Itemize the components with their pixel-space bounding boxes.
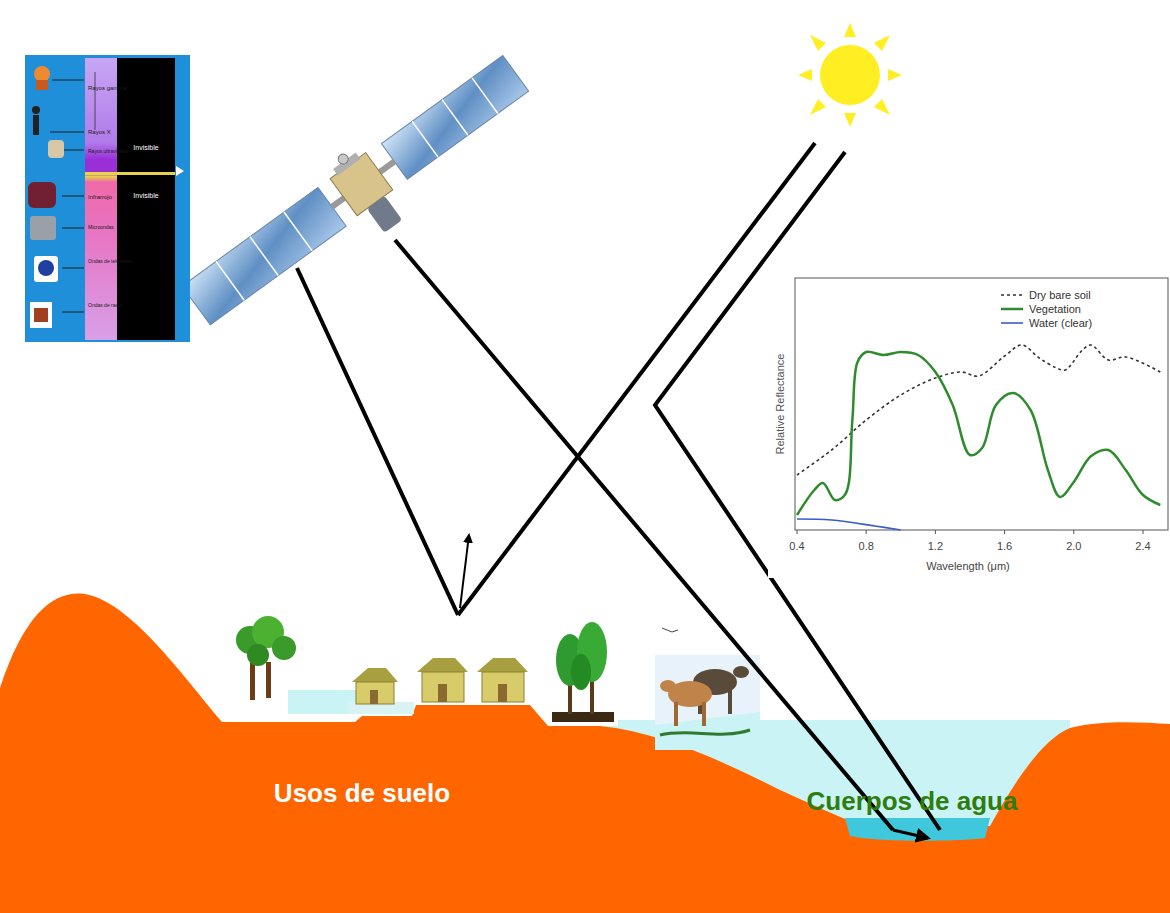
axis-tick (797, 530, 798, 534)
tree-group (236, 616, 296, 700)
cattle-picture (655, 628, 760, 750)
axis-title: Wavelength (μm) (926, 560, 1010, 572)
legend-sample (1000, 319, 1024, 327)
spectrum-band: Rayos ultravioleta (88, 149, 128, 155)
forest-group (548, 622, 618, 726)
region-label: Cuerpos de agua (807, 787, 1018, 816)
sun (798, 23, 902, 127)
spectrum-band: Rayos X (88, 129, 111, 136)
legend-text: Vegetation (1029, 303, 1081, 315)
region-label: Usos de suelo (274, 779, 450, 808)
tick-label: 2.0 (1066, 540, 1081, 552)
axis-tick (1073, 530, 1074, 534)
axis-tick (1004, 530, 1005, 534)
water-patch (288, 690, 358, 714)
legend-sample (1000, 291, 1024, 299)
legend-entry: Vegetation (1000, 303, 1081, 315)
water-curve (797, 519, 901, 530)
legend-entry: Water (clear) (1000, 317, 1092, 329)
legend-entry: Dry bare soil (1000, 289, 1091, 301)
house-group (348, 658, 528, 714)
spectrum-band: Infrarrojo (88, 194, 112, 201)
legend-text: Dry bare soil (1029, 289, 1091, 301)
axis-tick (935, 530, 936, 534)
tick-label: 0.4 (789, 540, 804, 552)
legend-sample (1000, 305, 1024, 313)
tick-label: 1.2 (928, 540, 943, 552)
axis-tick (1143, 530, 1144, 534)
legend-text: Water (clear) (1029, 317, 1092, 329)
spectrum-band: Ondas de televisión (88, 259, 132, 265)
satellite (174, 43, 546, 347)
vegetation-curve (797, 352, 1160, 515)
spectrum-note: Invisible (133, 192, 158, 200)
axis-title: Relative Reflectance (774, 354, 786, 455)
spectrum-inset (25, 55, 190, 342)
spectrum-note: Invisible (133, 144, 158, 152)
reflection-arrow (460, 535, 469, 608)
tick-label: 2.4 (1135, 540, 1150, 552)
terrain (0, 594, 1170, 913)
tick-label: 0.8 (859, 540, 874, 552)
reflection-arrow (893, 830, 928, 838)
reflectance-chart (768, 268, 1170, 578)
spectrum-band: Microondas (88, 225, 114, 231)
spectrum-band: Ondas de radio (88, 303, 122, 309)
pond (845, 818, 990, 841)
axis-tick (866, 530, 867, 534)
tick-label: 1.6 (997, 540, 1012, 552)
spectrum-band: Rayos gamma (88, 85, 127, 92)
